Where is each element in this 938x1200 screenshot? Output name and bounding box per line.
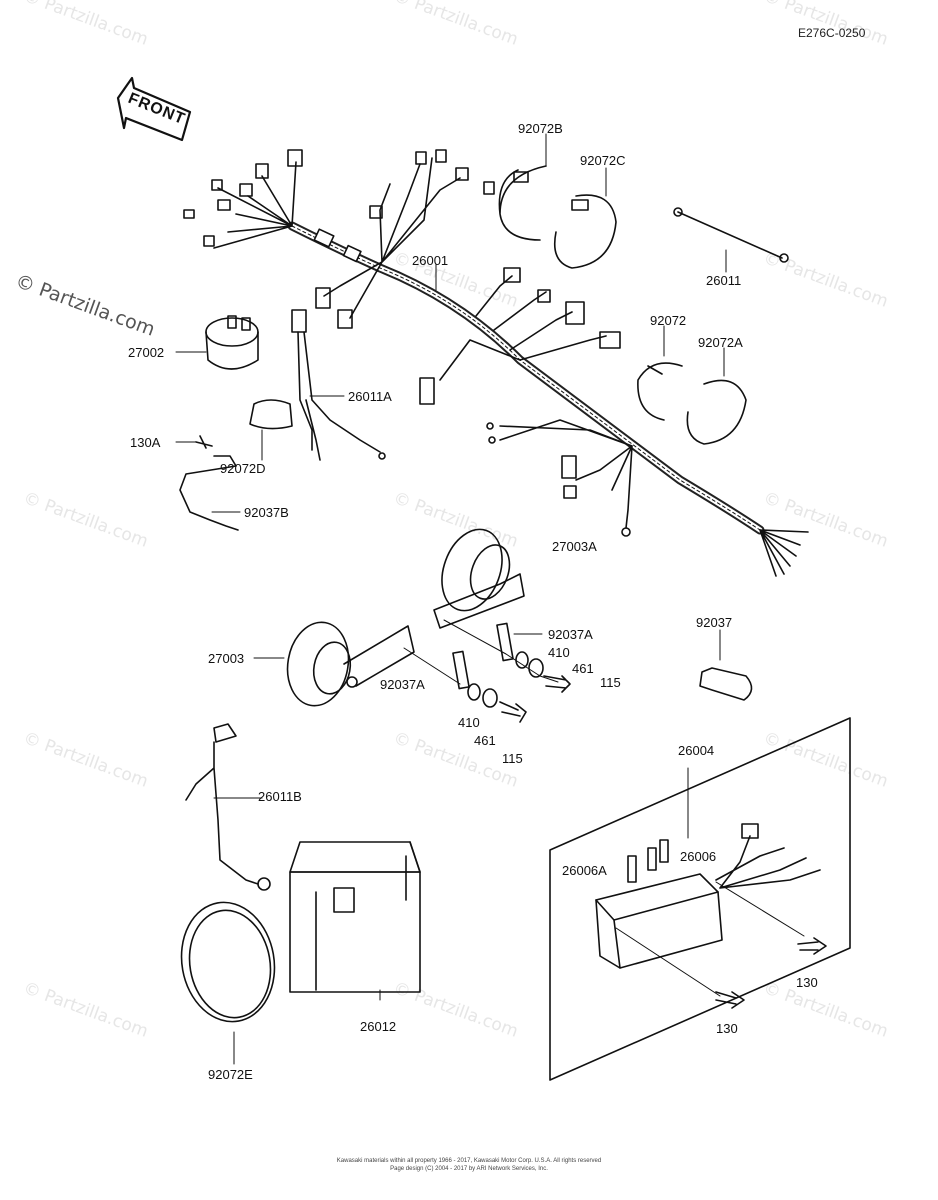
clamp-92072D	[249, 399, 293, 430]
copyright-line: Kawasaki materials within all property 1…	[336, 1158, 602, 1164]
lead-26011A	[291, 309, 386, 461]
bolt-115-left	[499, 701, 527, 723]
part-label[interactable]: 92037B	[244, 505, 289, 520]
part-label[interactable]: 26011A	[348, 389, 392, 404]
bracket-92037A-left	[452, 650, 470, 690]
panel-26004	[549, 717, 851, 1081]
part-label[interactable]: 26006A	[562, 863, 607, 878]
bracket-92037B	[179, 435, 239, 531]
bolt-115-right	[543, 675, 571, 693]
battery-26012	[289, 841, 421, 993]
band-92072E	[180, 901, 276, 1023]
front-arrow-icon	[116, 76, 192, 142]
part-label[interactable]: 27003A	[552, 539, 597, 554]
band-92072C	[553, 194, 617, 269]
part-label[interactable]: 130A	[130, 435, 161, 450]
leader-lines	[403, 619, 559, 685]
bolt-130-right	[797, 937, 827, 955]
band-92072	[637, 362, 683, 421]
part-label[interactable]: 92072C	[580, 153, 626, 168]
band-92072B	[498, 165, 547, 241]
part-label[interactable]: 26006	[680, 849, 717, 864]
part-label[interactable]: 410	[458, 715, 480, 730]
part-label[interactable]: 26011B	[258, 789, 302, 804]
part-label[interactable]: 92037A	[548, 627, 593, 642]
part-label[interactable]: 115	[502, 751, 523, 766]
part-label[interactable]: 92037	[696, 615, 733, 630]
bracket-92037A-right	[496, 622, 514, 662]
part-label[interactable]: 130	[716, 1021, 738, 1036]
part-label[interactable]: 26012	[360, 1019, 397, 1034]
part-label[interactable]: 115	[600, 675, 621, 690]
part-label[interactable]: 27003	[208, 651, 245, 666]
band-92072A	[686, 379, 747, 445]
part-label[interactable]: 92072B	[518, 121, 563, 136]
part-label[interactable]: 461	[474, 733, 496, 748]
part-label[interactable]: 26004	[678, 743, 715, 758]
copyright-line: Page design (C) 2004 - 2017 by ARI Netwo…	[390, 1166, 548, 1172]
part-label[interactable]: 92072	[650, 313, 687, 328]
part-label[interactable]: 461	[572, 661, 594, 676]
fuse-26006A	[627, 855, 637, 883]
junction-box	[595, 873, 723, 969]
part-label[interactable]: 92072A	[698, 335, 743, 350]
part-label[interactable]: 92072D	[220, 461, 266, 476]
part-label[interactable]: 26001	[412, 253, 449, 268]
part-label[interactable]: 92072E	[208, 1067, 253, 1082]
part-label[interactable]: 27002	[128, 345, 165, 360]
horn-27003	[286, 621, 415, 707]
part-label[interactable]: 26011	[706, 273, 742, 288]
bolt-130-bottom	[715, 991, 745, 1009]
lead-26011B	[185, 723, 271, 891]
drawing-code: E276C-0250	[798, 26, 866, 40]
wiring-harness	[183, 149, 809, 577]
relay-27002	[205, 315, 259, 370]
horn-27003A	[433, 528, 525, 629]
part-label[interactable]: 130	[796, 975, 818, 990]
part-label[interactable]: 92037A	[380, 677, 425, 692]
ground-cable-26011	[677, 211, 783, 259]
clip-92037	[699, 667, 753, 701]
part-label[interactable]: 410	[548, 645, 570, 660]
